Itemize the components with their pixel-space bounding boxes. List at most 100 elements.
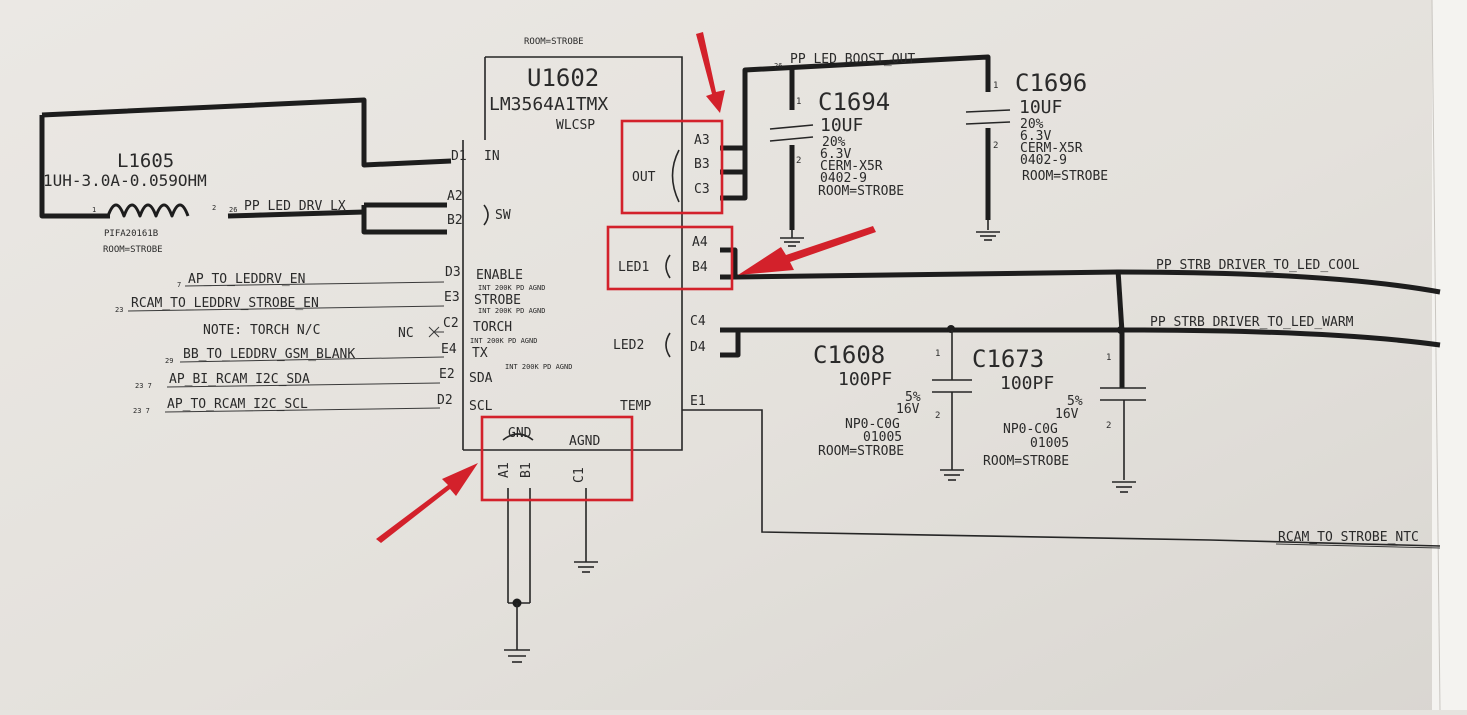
sw-bracket [483,204,489,226]
c1673-volt: 16V [1055,407,1079,422]
pd-note-1: INT 200K PD AGND [478,284,545,292]
pin-id-e2: E2 [439,367,455,382]
c1608-value: 100PF [838,369,892,390]
arrow-to-led1-icon [738,226,876,275]
c1696-room: ROOM=STROBE [1022,169,1108,184]
pin-name-temp: TEMP [620,399,651,414]
c1694-tol: 20% [822,135,846,150]
sig-bb-gsm-blank: BB_TO_LEDDRV_GSM_BLANK [183,347,355,362]
pin-name-enable: ENABLE [476,268,523,283]
c1694-refdes: C1694 [818,88,890,116]
agnd-label: AGND [569,434,600,449]
c1694-pin2: 2 [796,156,801,166]
c1673-tol: 5% [1067,394,1083,409]
pd-note-3: INT 200K PD AGND [470,337,537,345]
c1696-volt: 6.3V [1020,129,1051,144]
warm-net-label: PP_STRB_DRIVER_TO_LED_WARM [1150,315,1354,330]
left-signals: 7 AP_TO_LEDDRV_EN 23 RCAM_TO_LEDDRV_STRO… [115,272,445,415]
c1673-pkg: 01005 [1030,436,1069,451]
led-nets: PP_STRB_DRIVER_TO_LED_COOL PP_STRB_DRIVE… [720,247,1441,358]
boost-page-ref: 26 [774,62,782,70]
c1608-pkg: 01005 [863,430,902,445]
ground-net [504,488,598,663]
boost-net-label: PP_LED_BOOST_OUT [790,52,915,67]
sig-i2c-sda: AP_BI_RCAM_I2C_SDA [169,372,310,387]
c1696-pin1: 1 [993,81,998,91]
rcam-strobe-label: RCAM_TO_STROBE_NTC [1278,530,1419,545]
arrow-to-out-icon [696,32,725,113]
inductor-coil [106,203,190,218]
chip-package: WLCSP [556,118,595,133]
sig-page-sda: 23 7 [135,382,152,390]
c1696-refdes: C1696 [1015,69,1087,97]
chip-refdes: U1602 [527,64,599,92]
pin-id-d1: D1 [451,149,467,164]
c1608-pin1: 1 [935,349,940,359]
c1608-room: ROOM=STROBE [818,444,904,459]
temp-net: RCAM_TO_STROBE_NTC [682,409,1441,549]
warm-wire [738,327,1441,348]
page-edge [1432,0,1467,710]
chip-bottom-pins: GND AGND A1 B1 C1 [497,426,600,483]
c1694-diel: CERM-X5R [820,159,883,174]
c1673-diel: NP0-C0G [1003,422,1058,437]
ic-u1602: ROOM=STROBE U1602 LM3564A1TMX WLCSP [462,37,683,451]
pin-id-c2: C2 [443,316,459,331]
c1694-room: ROOM=STROBE [818,184,904,199]
pin-id-a2: A2 [447,189,463,204]
inductor-pin1: 1 [92,206,96,214]
highlight-out-pins [620,119,724,215]
c1673-value: 100PF [1000,373,1054,394]
c1694-pin1: 1 [796,97,801,107]
c1608-tol: 5% [905,390,921,405]
led2-bracket [665,332,671,358]
cool-net-label: PP_STRB_DRIVER_TO_LED_COOL [1156,258,1360,273]
pin-id-a4: A4 [692,235,708,250]
arrow-to-gnd-icon [376,463,478,543]
pin-id-c4: C4 [690,314,706,329]
pin-name-tx: TX [472,346,488,361]
pd-note-2: INT 200K PD AGND [478,307,545,315]
c1694-volt: 6.3V [820,147,851,162]
c1696-tol: 20% [1020,117,1044,132]
c1696-diel: CERM-X5R [1020,141,1083,156]
pin-id-d2: D2 [437,393,453,408]
inductor-refdes: L1605 [117,150,174,172]
lx-net-label: PP_LED_DRV_LX [244,199,346,214]
out-bracket [671,149,680,203]
highlight-led1-pins [606,225,734,291]
sig-rcam-strobe-en: RCAM_TO_LEDDRV_STROBE_EN [131,296,319,311]
c1608-volt: 16V [896,402,920,417]
capacitor-c1696: 1 2 C1696 10UF 20% 6.3V CERM-X5R 0402-9 … [965,69,1108,241]
pin-id-d3: D3 [445,265,461,280]
sig-page-strobe: 23 [115,306,123,314]
group-led1-label: LED1 [618,260,649,275]
gnd-bracket [502,433,534,441]
pin-id-b2: B2 [447,213,463,228]
pin-id-c3: C3 [694,182,710,197]
note-torch: NOTE: TORCH N/C [203,323,320,338]
chip-room-label: ROOM=STROBE [524,37,584,47]
group-out-label: OUT [632,170,656,185]
pin-name-sw: SW [495,208,511,223]
inductor-room: ROOM=STROBE [103,245,163,255]
group-led2-label: LED2 [613,338,644,353]
lx-page-ref: 26 [229,206,237,214]
pin-name-sda: SDA [469,371,493,386]
pin-name-torch: TORCH [473,320,512,335]
chip-part-number: LM3564A1TMX [489,94,608,115]
pin-name-scl: SCL [469,399,493,414]
c1694-value: 10UF [820,115,863,136]
pin-id-d4: D4 [690,340,706,355]
c1696-value: 10UF [1019,97,1062,118]
boost-out-net: 26 PP_LED_BOOST_OUT [720,52,991,201]
b2-wire [361,205,447,235]
capacitor-c1608: 1 2 C1608 100PF 5% 16V NP0-C0G 01005 ROO… [813,330,972,481]
led1-bracket [665,254,671,279]
cool-wire [734,269,1441,295]
pin-id-e4: E4 [441,342,457,357]
pin-id-c1: C1 [572,467,587,483]
in-net-wire [41,97,452,168]
pin-id-e3: E3 [444,290,460,305]
